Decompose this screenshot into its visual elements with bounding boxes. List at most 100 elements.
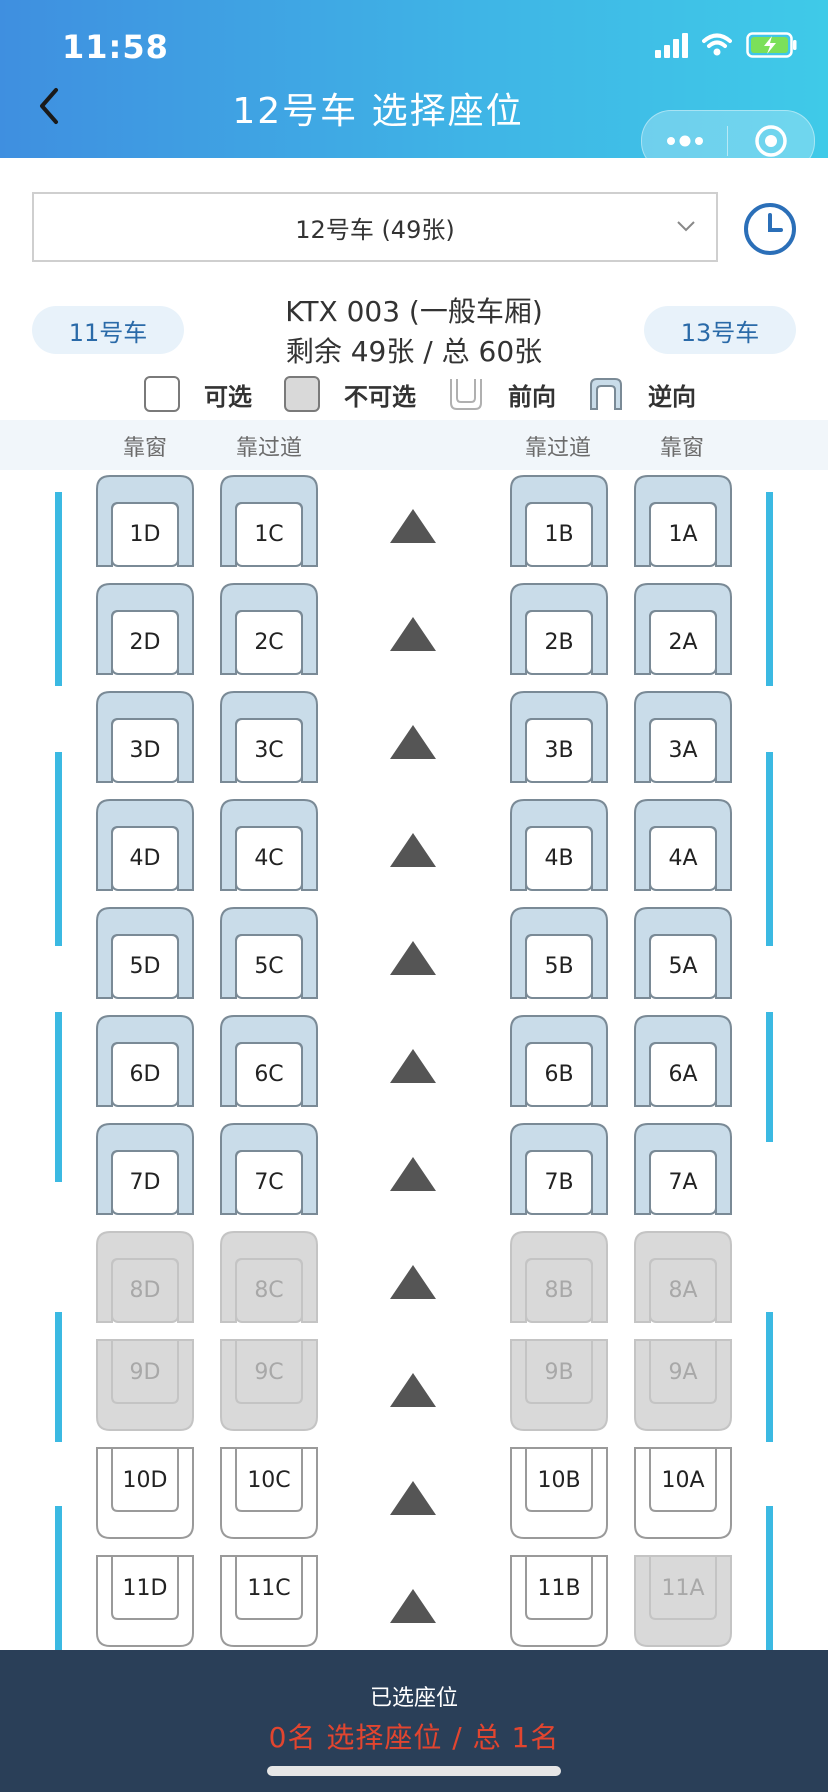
reverse-seat-icon xyxy=(510,799,608,891)
seat-2D[interactable]: 2D xyxy=(94,581,196,677)
more-button[interactable] xyxy=(642,111,727,171)
reverse-seat-icon xyxy=(220,907,318,999)
direction-arrow-icon xyxy=(390,509,436,543)
direction-arrow-icon xyxy=(390,1265,436,1299)
seat-5A[interactable]: 5A xyxy=(632,905,734,1001)
seat-4C[interactable]: 4C xyxy=(218,797,320,893)
reverse-seat-icon xyxy=(634,799,732,891)
seat-label: 6A xyxy=(668,1061,698,1087)
seat-1A[interactable]: 1A xyxy=(632,473,734,569)
seat-5B[interactable]: 5B xyxy=(508,905,610,1001)
seat-8B: 8B xyxy=(508,1229,610,1325)
window-bar xyxy=(766,752,773,946)
seat-label: 7D xyxy=(129,1169,161,1195)
forward-seat-icon xyxy=(510,1555,608,1647)
legend-available: 可选 xyxy=(144,376,252,412)
reverse-seat-icon xyxy=(96,691,194,783)
seat-7B[interactable]: 7B xyxy=(508,1121,610,1217)
page-title: 12号车 选择座位 xyxy=(232,91,524,132)
available-swatch-icon xyxy=(144,376,180,412)
seat-3C[interactable]: 3C xyxy=(218,689,320,785)
reverse-seat-icon xyxy=(510,691,608,783)
seat-1B[interactable]: 1B xyxy=(508,473,610,569)
seat-label: 7B xyxy=(544,1169,574,1195)
seat-7C[interactable]: 7C xyxy=(218,1121,320,1217)
direction-arrow-icon xyxy=(390,725,436,759)
reverse-seat-icon xyxy=(510,583,608,675)
seat-legend: 可选 不可选 前向 逆向 xyxy=(144,374,728,414)
next-car-button[interactable]: 13号车 xyxy=(644,306,796,354)
seat-label: 8D xyxy=(129,1277,161,1303)
seat-11B[interactable]: 11B xyxy=(508,1553,610,1649)
forward-seat-icon xyxy=(634,1555,732,1647)
reverse-seat-icon xyxy=(96,1015,194,1107)
reverse-seat-icon xyxy=(220,1231,318,1323)
back-button[interactable] xyxy=(30,86,70,126)
window-bar xyxy=(55,1012,62,1182)
seat-label: 10A xyxy=(661,1467,705,1493)
forward-seat-icon xyxy=(96,1339,194,1431)
seat-6C[interactable]: 6C xyxy=(218,1013,320,1109)
seat-label: 4A xyxy=(668,845,698,871)
seat-4D[interactable]: 4D xyxy=(94,797,196,893)
reverse-seat-icon xyxy=(634,907,732,999)
seat-label: 1D xyxy=(129,521,161,547)
seat-4B[interactable]: 4B xyxy=(508,797,610,893)
reverse-seat-icon xyxy=(634,1123,732,1215)
seat-label: 1C xyxy=(254,521,284,547)
reverse-seat-icon xyxy=(634,691,732,783)
seat-10C[interactable]: 10C xyxy=(218,1445,320,1541)
capsule-divider xyxy=(727,126,728,156)
seat-label: 3B xyxy=(544,737,574,763)
window-bar xyxy=(766,492,773,686)
seat-label: 3C xyxy=(254,737,284,763)
seat-3D[interactable]: 3D xyxy=(94,689,196,785)
seat-10B[interactable]: 10B xyxy=(508,1445,610,1541)
more-dots-icon xyxy=(666,135,703,147)
reverse-seat-icon xyxy=(220,1015,318,1107)
direction-arrow-icon xyxy=(390,1373,436,1407)
selected-seats-count: 0名 选择座位 / 总 1名 xyxy=(268,1721,560,1754)
seat-2A[interactable]: 2A xyxy=(632,581,734,677)
seat-7D[interactable]: 7D xyxy=(94,1121,196,1217)
seat-5C[interactable]: 5C xyxy=(218,905,320,1001)
direction-arrow-icon xyxy=(390,941,436,975)
seat-label: 11D xyxy=(122,1575,168,1601)
history-button[interactable] xyxy=(743,202,797,256)
seat-7A[interactable]: 7A xyxy=(632,1121,734,1217)
seat-label: 10B xyxy=(537,1467,581,1493)
seat-label: 9C xyxy=(254,1359,284,1385)
seat-11D[interactable]: 11D xyxy=(94,1553,196,1649)
seat-8A: 8A xyxy=(632,1229,734,1325)
seat-6D[interactable]: 6D xyxy=(94,1013,196,1109)
prev-car-button[interactable]: 11号车 xyxy=(32,306,184,354)
seat-label: 10C xyxy=(247,1467,291,1493)
seat-5D[interactable]: 5D xyxy=(94,905,196,1001)
seat-label: 3A xyxy=(668,737,698,763)
direction-arrow-icon xyxy=(390,1481,436,1515)
seat-label: 2D xyxy=(129,629,161,655)
close-miniapp-button[interactable] xyxy=(728,111,813,171)
seat-10A[interactable]: 10A xyxy=(632,1445,734,1541)
seat-label: 10D xyxy=(122,1467,168,1493)
seat-2C[interactable]: 2C xyxy=(218,581,320,677)
seat-9D: 9D xyxy=(94,1337,196,1433)
seat-1C[interactable]: 1C xyxy=(218,473,320,569)
window-bar xyxy=(55,752,62,946)
reverse-seat-icon xyxy=(510,1123,608,1215)
reverse-seat-icon xyxy=(220,583,318,675)
seat-3B[interactable]: 3B xyxy=(508,689,610,785)
reverse-seat-icon xyxy=(634,475,732,567)
seat-3A[interactable]: 3A xyxy=(632,689,734,785)
seat-2B[interactable]: 2B xyxy=(508,581,610,677)
seat-10D[interactable]: 10D xyxy=(94,1445,196,1541)
selected-seats-title: 已选座位 xyxy=(369,1686,458,1711)
car-select-dropdown[interactable]: 12号车 (49张) xyxy=(32,192,718,262)
seat-1D[interactable]: 1D xyxy=(94,473,196,569)
chevron-down-icon xyxy=(677,221,695,232)
seat-6B[interactable]: 6B xyxy=(508,1013,610,1109)
seat-4A[interactable]: 4A xyxy=(632,797,734,893)
seat-11C[interactable]: 11C xyxy=(218,1553,320,1649)
seat-6A[interactable]: 6A xyxy=(632,1013,734,1109)
reverse-seat-icon xyxy=(510,1231,608,1323)
